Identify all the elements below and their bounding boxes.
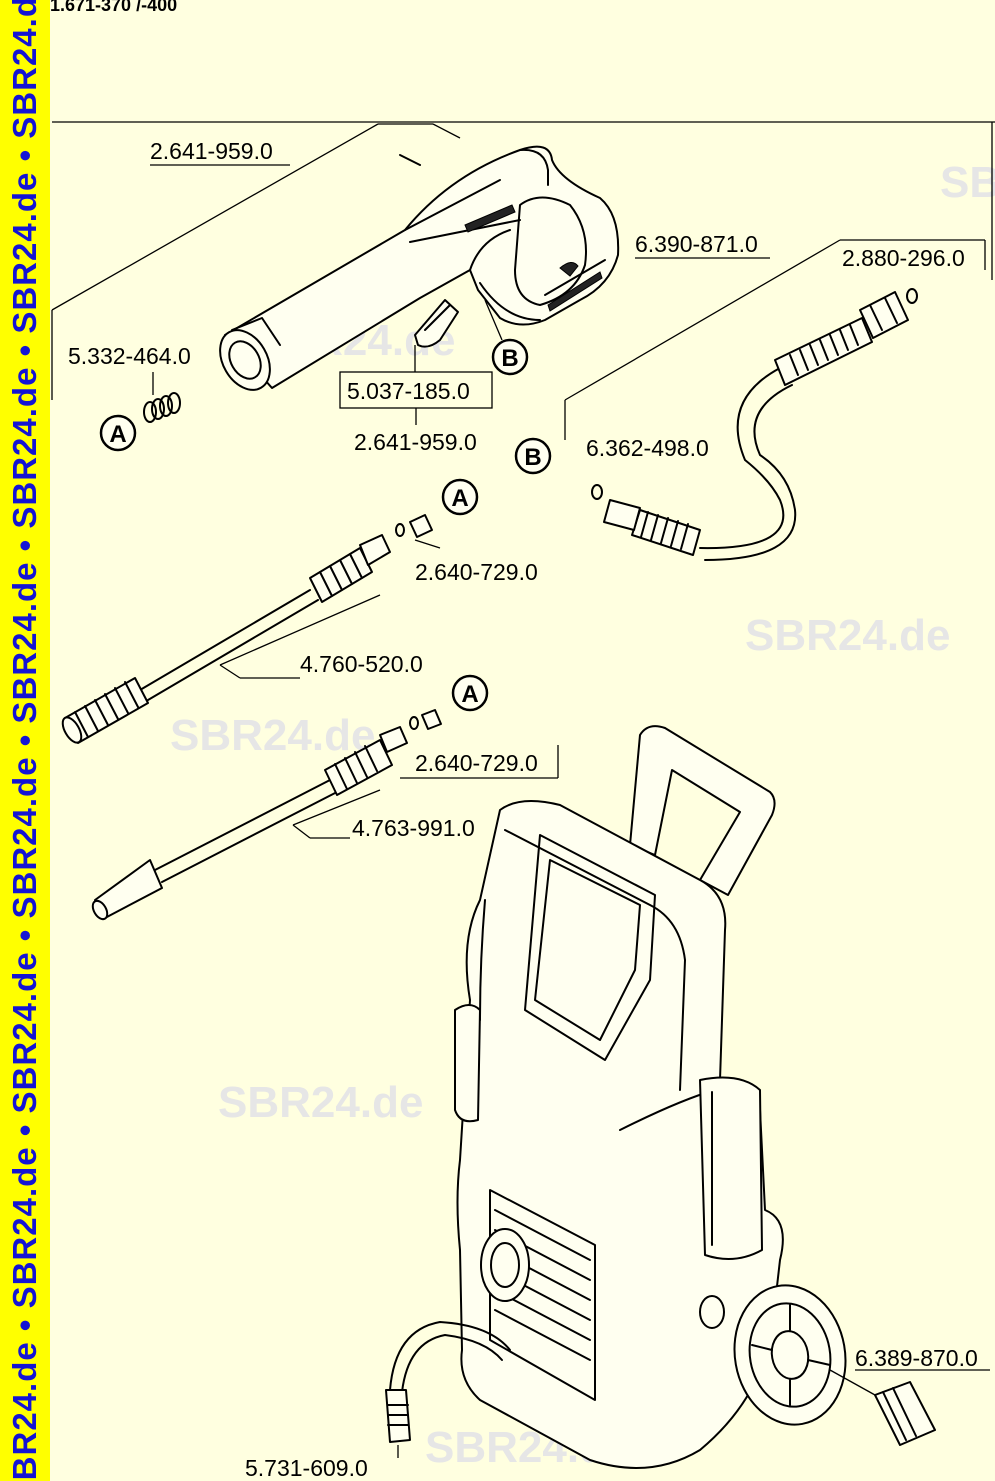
part-number-o-ring: 2.880-296.0 <box>842 245 965 271</box>
part-number-suction: 5.731-609.0 <box>245 1455 368 1481</box>
svg-text:A: A <box>461 681 478 708</box>
spray-lance-2 <box>91 709 442 921</box>
sidebar-watermark-strip: SBR24.de • SBR24.de • SBR24.de • SBR24.d… <box>0 0 50 1481</box>
leader-line <box>219 594 381 666</box>
watermark: SBR24.de <box>170 711 375 760</box>
callout-a-spring: A <box>99 414 137 452</box>
svg-text:A: A <box>451 485 468 512</box>
spray-lance-1 <box>61 514 433 744</box>
high-pressure-hose <box>591 288 918 561</box>
frame-lines <box>51 121 995 400</box>
page-title: 1.671-370 /-400 <box>50 0 177 15</box>
part-number-gun-kit: 2.641-959.0 <box>354 429 477 455</box>
spring <box>143 392 181 423</box>
part-number-hose-reel: 6.389-870.0 <box>855 1345 978 1371</box>
svg-text:B: B <box>524 444 541 471</box>
svg-text:B: B <box>501 345 518 372</box>
leader-line <box>292 789 381 826</box>
callout-b-hose: B <box>514 437 552 475</box>
watermark: SBR24.de <box>218 1078 423 1127</box>
callout-a-lance-1: A <box>441 478 479 516</box>
callout-b-gun: B <box>491 338 529 376</box>
part-number-clip: 5.037-185.0 <box>347 378 470 404</box>
watermark: SBR24.de <box>745 611 950 660</box>
spray-gun <box>219 145 620 391</box>
svg-text:A: A <box>109 421 126 448</box>
leader-line <box>484 299 503 341</box>
part-number-lance-2: 4.763-991.0 <box>352 815 475 841</box>
pressure-washer-body <box>385 725 936 1469</box>
part-number-hose-coupling: 6.362-498.0 <box>586 435 709 461</box>
part-number-nozzle-2: 2.640-729.0 <box>415 750 538 776</box>
callout-a-lance-2: A <box>451 674 489 712</box>
leader-line <box>564 239 841 401</box>
part-number-lance-1: 4.760-520.0 <box>300 651 423 677</box>
leader-line <box>219 664 241 679</box>
part-number-gun: 2.641-959.0 <box>150 138 273 164</box>
part-number-hose: 6.390-871.0 <box>635 231 758 257</box>
part-number-nozzle-1: 2.640-729.0 <box>415 559 538 585</box>
leader-line <box>414 539 441 549</box>
watermark: SBR24.de <box>940 158 995 207</box>
leader-line <box>292 824 311 839</box>
part-number-spring: 5.332-464.0 <box>68 343 191 369</box>
trigger-lock-clip <box>414 299 459 348</box>
